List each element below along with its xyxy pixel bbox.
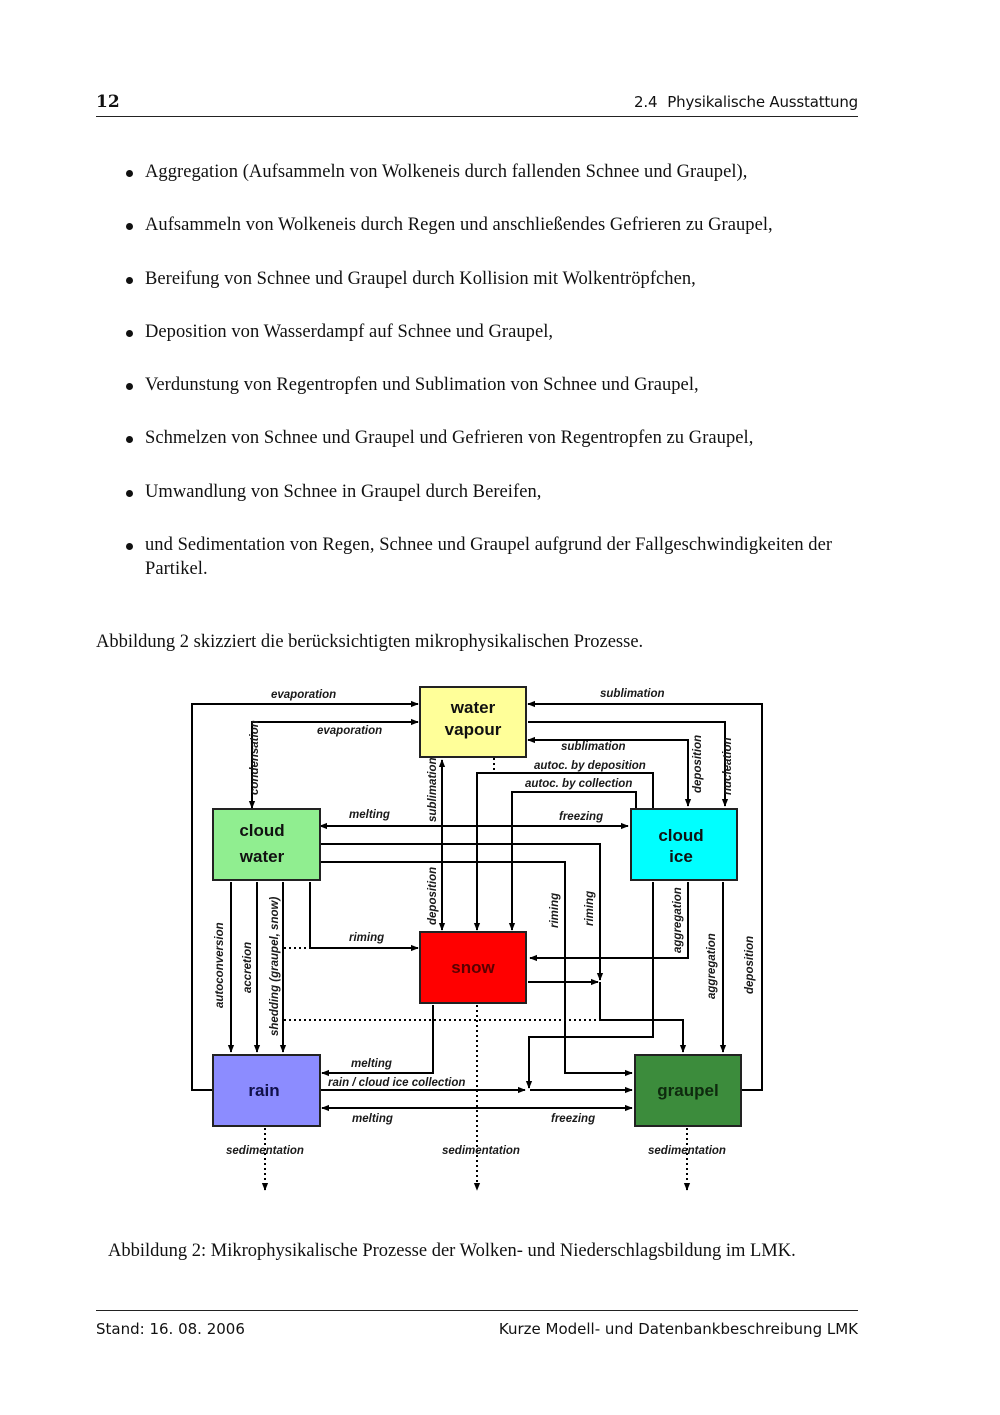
label-deposition-graupel: deposition bbox=[744, 936, 756, 994]
arrow-melting-rain bbox=[321, 1005, 434, 1077]
arrow-aggregation-snow bbox=[529, 882, 689, 962]
label-shedding: shedding (graupel, snow) bbox=[269, 897, 281, 1036]
list-item: Umwandlung von Schnee in Graupel durch B… bbox=[96, 480, 866, 504]
label-accretion: accretion bbox=[242, 942, 254, 993]
label-freezing-top: freezing bbox=[559, 811, 603, 823]
label-autoc-deposition: autoc. by deposition bbox=[534, 760, 646, 772]
label-sublimation-snow: sublimation bbox=[427, 757, 439, 822]
label-aggregation-graupel: aggregation bbox=[706, 933, 718, 999]
box-label: vapour bbox=[445, 720, 502, 739]
microphysics-diagram: water vapour cloud water cloud ice snow … bbox=[0, 670, 1000, 1210]
label-riming-1: riming bbox=[549, 893, 561, 928]
label-autoc-collection: autoc. by collection bbox=[525, 778, 632, 790]
bullet-icon bbox=[126, 276, 133, 284]
label-riming-2: riming bbox=[584, 891, 596, 926]
box-label: ice bbox=[669, 847, 693, 866]
arrow-nucleation bbox=[528, 721, 729, 807]
label-nucleation: nucleation bbox=[722, 737, 734, 795]
label-evaporation-inner: evaporation bbox=[317, 725, 382, 737]
box-label: snow bbox=[451, 958, 495, 977]
label-condensation: condensation bbox=[249, 720, 261, 795]
label-sedimentation-rain: sedimentation bbox=[226, 1145, 304, 1157]
arrow-sublimation-ice bbox=[527, 736, 692, 807]
bullet-icon bbox=[126, 436, 133, 444]
label-melting-bottom: melting bbox=[352, 1113, 393, 1125]
list-item: Deposition von Wasserdampf auf Schnee un… bbox=[96, 320, 866, 344]
footer-date: Stand: 16. 08. 2006 bbox=[96, 1320, 245, 1338]
label-aggregation-snow: aggregation bbox=[672, 887, 684, 953]
label-evaporation-outer: evaporation bbox=[271, 689, 336, 701]
box-snow bbox=[419, 931, 527, 1004]
section-number: 2.4 bbox=[634, 93, 658, 111]
arrow-ice-collection bbox=[525, 882, 654, 1089]
list-item: Schmelzen von Schnee und Graupel und Gef… bbox=[96, 426, 866, 450]
arrow-riming-1 bbox=[320, 843, 604, 981]
arrow-autoc-deposition bbox=[473, 772, 654, 931]
box-label: graupel bbox=[657, 1081, 718, 1100]
list-item: Bereifung von Schnee und Graupel durch K… bbox=[96, 267, 866, 291]
diagram-svg: water vapour cloud water cloud ice snow … bbox=[191, 686, 763, 1191]
list-item: Aggregation (Aufsammeln von Wolkeneis du… bbox=[96, 160, 866, 184]
bullet-icon bbox=[126, 489, 133, 497]
box-rain bbox=[212, 1054, 321, 1127]
label-sublimation-inner: sublimation bbox=[561, 741, 626, 753]
box-water-vapour bbox=[419, 686, 527, 758]
box-cloud-ice bbox=[630, 808, 738, 881]
bullet-icon bbox=[126, 329, 133, 337]
label-sedimentation-snow: sedimentation bbox=[442, 1145, 520, 1157]
label-freezing-bottom: freezing bbox=[551, 1113, 595, 1125]
list-item: Verdunstung von Regentropfen und Sublima… bbox=[96, 373, 866, 397]
arrow-sublimation-graupel bbox=[527, 700, 763, 1091]
label-sublimation-outer: sublimation bbox=[600, 688, 665, 700]
running-title: 2.4 Physikalische Ausstattung bbox=[634, 93, 858, 111]
label-riming-snow: riming bbox=[349, 932, 384, 944]
box-label: water bbox=[450, 698, 496, 717]
figure-caption: Abbildung 2: Mikrophysikalische Prozesse… bbox=[108, 1241, 796, 1261]
label-melting-rain: melting bbox=[351, 1058, 392, 1070]
list-item: Aufsammeln von Wolkeneis durch Regen und… bbox=[96, 213, 866, 237]
arrow-evaporation-cloudwater bbox=[248, 718, 419, 809]
box-label: rain bbox=[248, 1081, 279, 1100]
page-header: 12 2.4 Physikalische Ausstattung bbox=[96, 90, 858, 117]
arrow-evaporation-rain bbox=[191, 700, 419, 1091]
box-label: cloud bbox=[658, 826, 703, 845]
bullet-icon bbox=[126, 223, 133, 231]
box-cloud-water bbox=[212, 808, 321, 881]
bullet-icon bbox=[126, 383, 133, 391]
label-melting-top: melting bbox=[349, 809, 390, 821]
box-label: cloud bbox=[239, 821, 284, 840]
box-label: water bbox=[239, 847, 285, 866]
label-rain-ice-collection: rain / cloud ice collection bbox=[328, 1077, 465, 1089]
intro-paragraph: Abbildung 2 skizziert die berücksichtigt… bbox=[96, 632, 644, 652]
label-deposition-ice: deposition bbox=[692, 735, 704, 793]
box-graupel bbox=[634, 1054, 742, 1127]
section-title: Physikalische Ausstattung bbox=[667, 93, 858, 111]
footer-title: Kurze Modell- und Datenbankbeschreibung … bbox=[498, 1320, 858, 1338]
bullet-icon bbox=[126, 170, 133, 177]
label-sedimentation-graupel: sedimentation bbox=[648, 1145, 726, 1157]
page-number: 12 bbox=[96, 92, 120, 112]
process-list: Aggregation (Aufsammeln von Wolkeneis du… bbox=[96, 160, 866, 610]
arrow-riming-2 bbox=[320, 861, 633, 1077]
label-deposition-snow: deposition bbox=[427, 867, 439, 925]
list-item: und Sedimentation von Regen, Schnee und … bbox=[96, 533, 866, 581]
footer-divider bbox=[96, 1310, 858, 1311]
label-autoconversion: autoconversion bbox=[214, 922, 226, 1008]
bullet-icon bbox=[126, 543, 133, 551]
